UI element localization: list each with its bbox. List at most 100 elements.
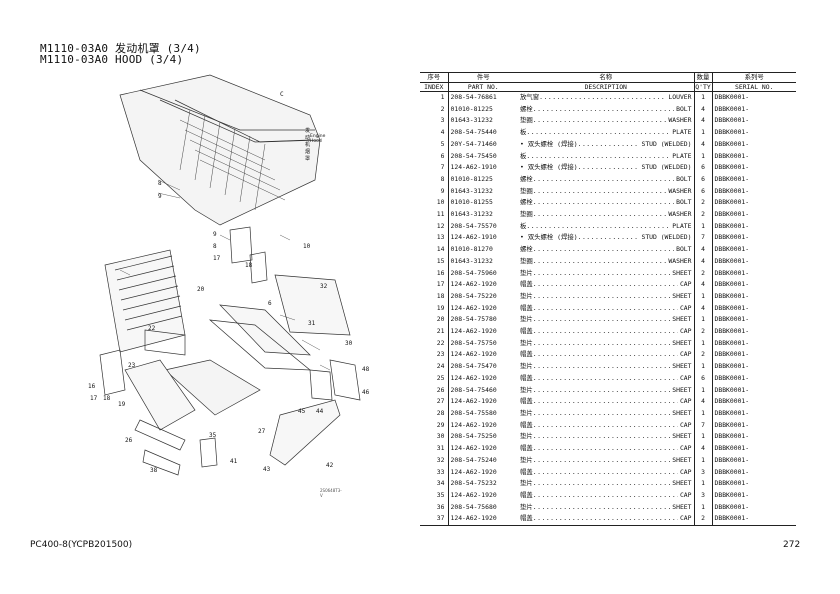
row-name-en: SHEET bbox=[672, 479, 692, 488]
row-index: 35 bbox=[420, 489, 449, 502]
leader-dots: ........................................… bbox=[532, 315, 670, 324]
row-qty: 3 bbox=[693, 466, 713, 479]
row-name-en: PLATE bbox=[672, 151, 692, 160]
row-index: 22 bbox=[420, 337, 449, 350]
row-name-cn: • 双头螺栓 (焊接) bbox=[520, 233, 578, 242]
row-description: 垫片......................................… bbox=[518, 314, 694, 326]
row-qty: 4 bbox=[693, 396, 713, 408]
leader-dots: ........................................… bbox=[532, 186, 667, 195]
leader-dots: ........................................… bbox=[532, 245, 674, 254]
serial-header-cn: 系列号 bbox=[712, 72, 796, 83]
row-name-cn: 垫片 bbox=[520, 408, 533, 417]
row-index: 37 bbox=[420, 513, 449, 527]
row-serial: DBBK0001- bbox=[714, 479, 750, 488]
row-part-no: 124-A62-1920 bbox=[450, 397, 497, 406]
row-part-no: 208-54-75460 bbox=[450, 385, 497, 394]
row-part-no: 208-54-75570 bbox=[450, 221, 497, 230]
row-name-cn: 垫片 bbox=[520, 291, 533, 300]
part-header-en: PART NO. bbox=[448, 82, 518, 92]
callout-31: 31 bbox=[308, 320, 316, 327]
row-qty: 1 bbox=[693, 220, 713, 233]
row-name-cn: 帽盖 bbox=[520, 490, 533, 499]
callout-17: 17 bbox=[213, 255, 221, 262]
row-name-en: CAP bbox=[679, 397, 692, 406]
row-name-en: LOUVER bbox=[668, 93, 692, 101]
row-serial: DBBK0001- bbox=[714, 327, 750, 336]
hood-vent-grid bbox=[179, 109, 286, 211]
row-description: 帽盖......................................… bbox=[518, 443, 694, 455]
row-serial: DBBK0001- bbox=[714, 93, 750, 101]
row-serial: DBBK0001- bbox=[714, 116, 750, 125]
row-qty: 4 bbox=[693, 443, 713, 455]
callout-46: 46 bbox=[362, 389, 370, 396]
row-name-en: CAP bbox=[679, 303, 692, 312]
row-name-en: CAP bbox=[679, 350, 692, 359]
callout-19: 19 bbox=[118, 401, 126, 408]
leader-dots: ........................................… bbox=[577, 233, 640, 242]
serial-header-en: SERIAL NO. bbox=[712, 82, 796, 92]
row-part-no: 208-54-75780 bbox=[450, 315, 497, 324]
row-part-no: 01010-81270 bbox=[450, 245, 493, 254]
row-name-en: SHEET bbox=[672, 291, 692, 300]
row-qty: 7 bbox=[693, 232, 713, 245]
row-name-en: SHEET bbox=[672, 455, 692, 464]
row-part-no: 208-54-75440 bbox=[450, 128, 497, 137]
row-name-cn: 垫片 bbox=[520, 479, 533, 488]
row-name-en: PLATE bbox=[672, 221, 692, 230]
callout-17b: 17 bbox=[90, 395, 98, 402]
row-part-no: 01010-81225 bbox=[450, 104, 493, 113]
row-index: 9 bbox=[420, 185, 449, 198]
row-part-no: 124-A62-1920 bbox=[450, 490, 497, 499]
row-part-no: 01643-31232 bbox=[450, 210, 493, 219]
row-part-no: 208-54-75680 bbox=[450, 502, 497, 511]
index-header-cn: 序号 bbox=[420, 72, 449, 83]
row-serial: DBBK0001- bbox=[714, 408, 750, 417]
row-name-cn: 板 bbox=[520, 221, 527, 230]
row-index: 6 bbox=[420, 150, 449, 163]
row-name-cn: 帽盖 bbox=[520, 397, 533, 406]
row-qty: 1 bbox=[693, 337, 713, 350]
row-name-cn: 螺栓 bbox=[520, 174, 533, 183]
row-serial: DBBK0001- bbox=[714, 373, 750, 382]
row-part-no: 208-54-75580 bbox=[450, 408, 497, 417]
row-part-no: 208-54-75220 bbox=[450, 291, 497, 300]
parts-list-table: 序号 件号 名称 数量 系列号 INDEX PART NO. DESCRIPTI… bbox=[420, 72, 796, 527]
leader-dots: ........................................… bbox=[532, 198, 674, 207]
row-name-en: CAP bbox=[679, 420, 692, 429]
callout-35: 35 bbox=[209, 432, 217, 439]
row-name-en: BOLT bbox=[676, 174, 692, 183]
row-part-no: 208-54-75232 bbox=[450, 479, 497, 488]
row-index: 23 bbox=[420, 349, 449, 362]
row-serial: DBBK0001- bbox=[714, 186, 750, 195]
leader-dots: ........................................… bbox=[532, 256, 667, 265]
row-part-no: 124-A62-1920 bbox=[450, 467, 497, 476]
row-part-no: 124-A62-1920 bbox=[450, 420, 497, 429]
row-serial: DBBK0001- bbox=[714, 420, 750, 429]
row-serial: DBBK0001- bbox=[714, 268, 750, 277]
row-part-no: 20Y-54-71460 bbox=[450, 139, 497, 148]
leader-dots: ........................................… bbox=[577, 139, 640, 148]
row-qty: 6 bbox=[693, 372, 713, 385]
leader-dots: ........................................… bbox=[532, 291, 670, 300]
row-description: 垫片......................................… bbox=[518, 291, 694, 303]
row-part-no: 124-A62-1920 bbox=[448, 513, 518, 527]
row-description: 板.......................................… bbox=[518, 221, 694, 233]
row-name-en: SHEET bbox=[672, 362, 692, 371]
row-serial: DBBK0001- bbox=[714, 338, 750, 347]
row-description: 垫圈......................................… bbox=[518, 209, 694, 221]
row-serial: DBBK0001- bbox=[714, 315, 750, 324]
row-name-cn: 垫片 bbox=[520, 502, 533, 511]
row-name-cn: 垫片 bbox=[520, 432, 533, 441]
row-qty: 4 bbox=[693, 115, 713, 128]
row-name-cn: 帽盖 bbox=[520, 467, 533, 476]
leader-dots: ........................................… bbox=[532, 502, 670, 511]
row-name-cn: 垫片 bbox=[520, 455, 533, 464]
